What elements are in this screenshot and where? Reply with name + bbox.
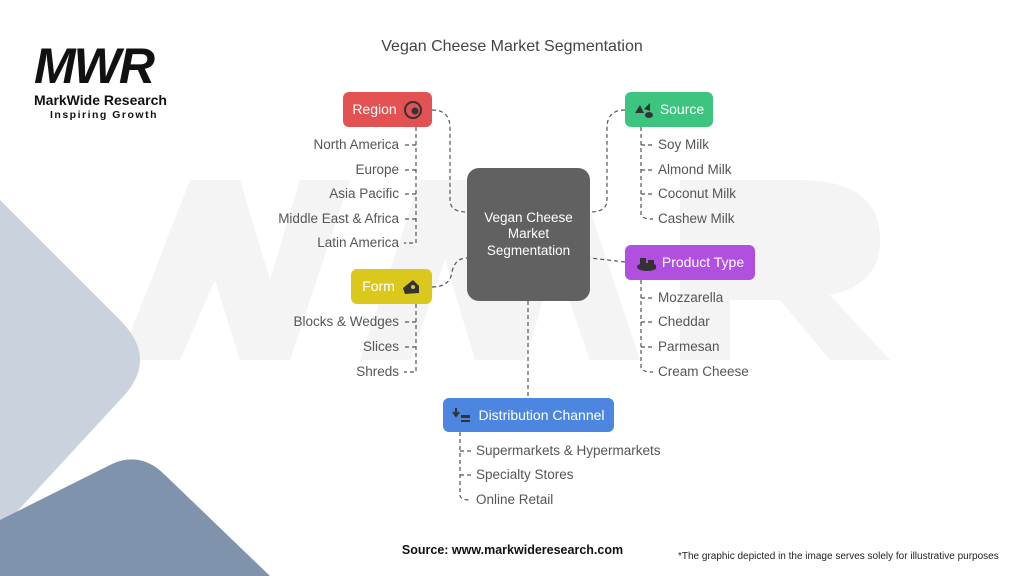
logo-tagline: Inspiring Growth [50,109,158,121]
logo-mark: MWR [34,38,155,94]
cheese-plate-icon [636,253,656,273]
list-item: Cheddar [658,314,710,329]
segment-label: Form [362,278,395,294]
list-item: Cream Cheese [658,364,749,379]
list-item: Latin America [317,235,399,250]
logo: MWR MarkWide Research Inspiring Growth [34,40,194,122]
list-item: Europe [355,162,399,177]
segment-region: Region [343,92,432,127]
segment-label: Distribution Channel [478,406,605,423]
segment-form: Form [351,269,432,304]
list-item: Mozzarella [658,290,724,305]
list-item: Online Retail [476,492,554,507]
list-item: Soy Milk [658,137,710,152]
list-item: Almond Milk [658,162,732,177]
cheese-icon [401,277,421,297]
list-item: Shreds [356,364,399,379]
left-shape-dark [0,459,270,576]
list-item: Middle East & Africa [278,211,399,226]
source-credit: Source: www.markwideresearch.com [401,543,624,557]
list-item: Coconut Milk [658,186,737,201]
list-item: Parmesan [658,339,720,354]
logo-name: MarkWide Research [34,92,167,108]
segment-distribution-channel: Distribution Channel [443,398,614,432]
store-icon [452,405,472,425]
segment-label: Source [659,101,705,117]
shapes-icon [634,100,654,120]
center-node: Vegan Cheese Market Segmentation [467,168,590,301]
segment-label: Region [352,101,397,117]
left-shape-light [0,200,140,530]
globe-icon [403,100,423,120]
connectors [404,109,654,501]
list-item: Asia Pacific [329,186,399,201]
page-title: Vegan Cheese Market Segmentation [381,38,643,55]
list-item: Blocks & Wedges [293,314,399,329]
list-item: North America [313,137,399,152]
segment-label: Product Type [661,254,745,270]
list-item: Slices [362,339,399,354]
disclaimer: *The graphic depicted in the image serve… [678,551,999,562]
center-label: Vegan Cheese Market Segmentation [484,209,573,258]
list-item: Supermarkets & Hypermarkets [476,443,661,458]
list-item: Cashew Milk [658,211,735,226]
list-item: Specialty Stores [476,467,574,482]
segment-product-type: Product Type [625,245,755,280]
segment-source: Source [625,92,713,127]
